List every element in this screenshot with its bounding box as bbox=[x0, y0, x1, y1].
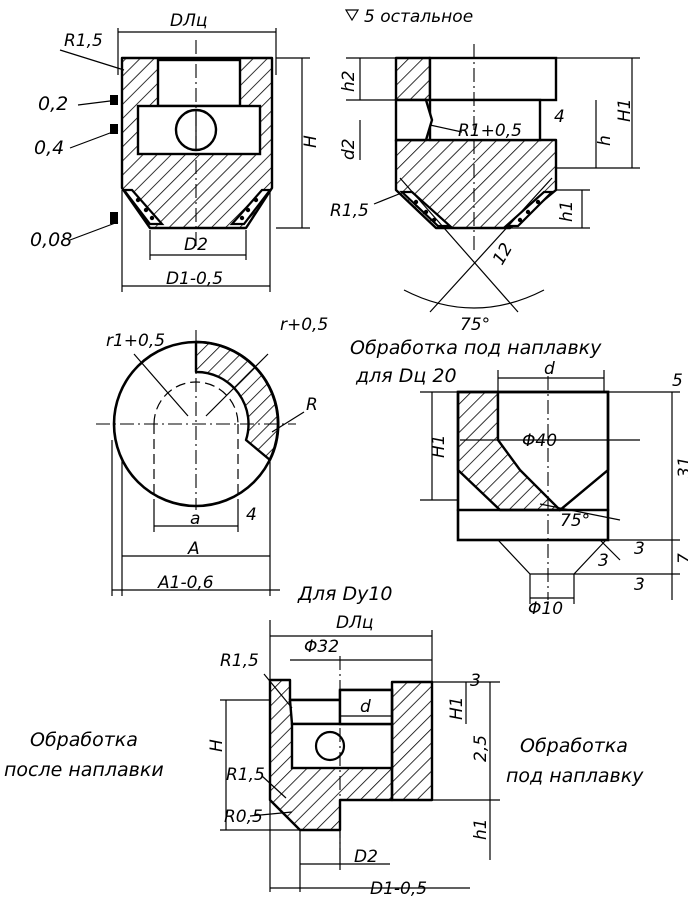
view5-d-label: d bbox=[360, 697, 371, 717]
view5-left-label-2: после наплавки bbox=[4, 759, 164, 781]
view2-r15-label: R1,5 bbox=[330, 201, 369, 221]
view4-r5-label: 5 bbox=[672, 371, 683, 391]
view5-h-label: H bbox=[207, 739, 227, 752]
view2-roughness-label: 5 остальное bbox=[364, 7, 473, 27]
view5-section bbox=[220, 620, 500, 892]
view2-r1-label: R1+0,5 bbox=[458, 121, 522, 141]
view3-v4-label: 4 bbox=[246, 505, 257, 525]
view3-r1-label: r1+0,5 bbox=[106, 331, 165, 351]
view3-a-label: a bbox=[190, 509, 200, 529]
view5-dn-label: DЛц bbox=[336, 613, 373, 633]
view3-plan bbox=[96, 330, 305, 596]
view3-rr-label: R bbox=[306, 395, 318, 415]
view2-h-label: h bbox=[595, 135, 615, 146]
view4-r3a-label: 3 bbox=[598, 551, 609, 571]
view4-title-line2: для Dц 20 bbox=[355, 365, 457, 387]
view5-right-label-2: под наплавку bbox=[506, 765, 644, 787]
view4-title-line1: Обработка под наплавку bbox=[350, 337, 602, 359]
view2-h1upper-label: H1 bbox=[615, 98, 635, 122]
view4-phi40-label: Φ40 bbox=[522, 431, 557, 451]
view1-h-label: H bbox=[301, 135, 321, 148]
view2-r4-label: 4 bbox=[554, 107, 565, 127]
view3-A-label: A bbox=[187, 539, 200, 559]
view2-r12-label: 12 bbox=[489, 240, 517, 269]
view1-d2-label: D2 bbox=[184, 235, 208, 255]
view3-r-label: r+0,5 bbox=[280, 315, 328, 335]
view5-d1-label: D1-0,5 bbox=[370, 879, 427, 899]
view4-r3b-label: 3 bbox=[634, 539, 645, 559]
view3-a1-label: A1-0,6 bbox=[157, 573, 214, 593]
view4-d-label: d bbox=[544, 359, 555, 379]
view5-r15a-label: R1,5 bbox=[220, 651, 259, 671]
view1-weld-right bbox=[229, 188, 273, 226]
view4-dim7-label: 7 bbox=[675, 553, 688, 564]
view5-right-label-1: Обработка bbox=[520, 735, 628, 757]
view4-dim31-label: 31 bbox=[675, 456, 688, 478]
view1-dn-label: DЛц bbox=[170, 11, 207, 31]
view2-d2-label: d2 bbox=[339, 138, 359, 160]
view1-weld-left bbox=[121, 188, 165, 226]
view4-r3c-label: 3 bbox=[634, 575, 645, 595]
view5-r15b-label: R1,5 bbox=[226, 765, 265, 785]
view1-02-label: 0,2 bbox=[38, 93, 68, 115]
view5-dim25-label: 2,5 bbox=[471, 735, 491, 762]
view2-body bbox=[394, 56, 432, 102]
view1-008-label: 0,08 bbox=[30, 229, 72, 251]
view5-r05-label: R0,5 bbox=[224, 807, 263, 827]
view5-r3-label: 3 bbox=[470, 671, 481, 691]
view1-section bbox=[59, 28, 310, 292]
view2-angle-label: 75° bbox=[460, 315, 490, 335]
view4-h1-label: H1 bbox=[429, 434, 449, 458]
view1-d1-label: D1-0,5 bbox=[166, 269, 223, 289]
view5-d2-label: D2 bbox=[354, 847, 378, 867]
view5-h1-label: H1 bbox=[447, 696, 467, 720]
view2-section bbox=[344, 9, 640, 313]
view5-title: Для Dу10 bbox=[297, 583, 393, 605]
view5-left-label-1: Обработка bbox=[30, 729, 138, 751]
view4-phi10-label: Φ10 bbox=[528, 599, 563, 619]
view4-angle-label: 75° bbox=[560, 511, 590, 531]
view1-upper-cavity bbox=[156, 58, 242, 108]
view5-h1b-label: h1 bbox=[471, 818, 491, 840]
view5-phi32-label: Φ32 bbox=[304, 637, 339, 657]
view1-r15-label: R1,5 bbox=[64, 31, 103, 51]
view2-h2-label: h2 bbox=[339, 70, 359, 92]
view2-h1-label: h1 bbox=[557, 200, 577, 222]
view4-section bbox=[420, 370, 680, 604]
view1-04-label: 0,4 bbox=[34, 137, 64, 159]
